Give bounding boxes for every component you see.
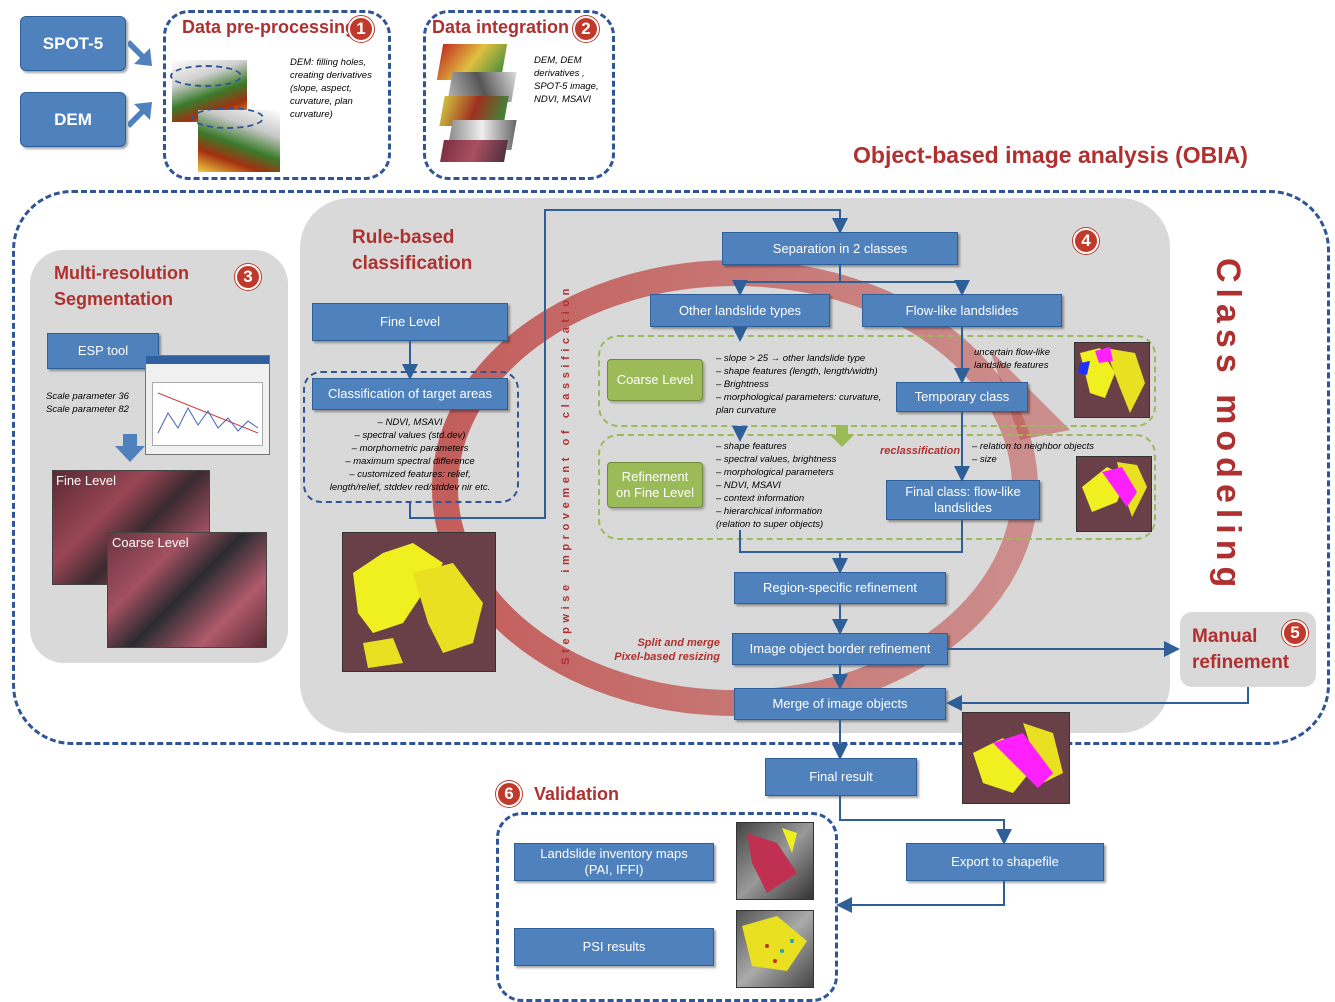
esp-screenshot bbox=[145, 355, 270, 455]
class-modeling-label: Class modeling bbox=[1209, 258, 1247, 594]
step6-title: Validation bbox=[534, 784, 620, 804]
landslide-polygons bbox=[353, 543, 483, 668]
rule-fine-level-box: Fine Level bbox=[312, 303, 508, 341]
step6-number: 6 bbox=[496, 781, 522, 807]
reclassification-label: reclassification bbox=[880, 445, 961, 457]
obia-region bbox=[12, 190, 1330, 745]
step1-number: 1 bbox=[348, 16, 374, 42]
inventory-map-image bbox=[736, 822, 814, 900]
step2-number: 2 bbox=[573, 16, 599, 42]
dem-images bbox=[170, 60, 280, 172]
step5-number: 5 bbox=[1282, 620, 1308, 646]
psi-map-image bbox=[736, 910, 814, 988]
classified-map-image bbox=[342, 532, 496, 672]
coarse-level-box: Coarse Level bbox=[607, 359, 703, 401]
psi-results-box: PSI results bbox=[514, 928, 714, 966]
step1-box bbox=[163, 10, 391, 180]
input-arrows bbox=[128, 40, 152, 128]
fine-level-label: Fine Level bbox=[56, 473, 116, 488]
coarse-feature-list: – slope > 25 → other landslide type– sha… bbox=[716, 353, 882, 416]
down-arrow-seg bbox=[115, 434, 145, 462]
step4-number: 4 bbox=[1073, 228, 1099, 254]
final-result-map-image bbox=[962, 712, 1070, 804]
step1-note: DEM: filling holes,creating derivatives(… bbox=[290, 57, 372, 120]
green-down-arrow bbox=[830, 425, 854, 447]
step3-number: 3 bbox=[235, 264, 261, 290]
region-refinement-box: Region-specific refinement bbox=[734, 572, 946, 604]
step2-title: Data integration bbox=[432, 17, 570, 37]
inventory-maps-box: Landslide inventory maps(PAI, IFFI) bbox=[514, 843, 714, 881]
refinement-feature-list: – shape features– spectral values, brigh… bbox=[716, 441, 837, 530]
coarse-level-region bbox=[598, 335, 1156, 427]
target-areas-box: Classification of target areas bbox=[312, 378, 508, 410]
dem-input: DEM bbox=[20, 92, 126, 147]
step2-box bbox=[423, 10, 615, 180]
final-class-polygons bbox=[1082, 462, 1147, 517]
temporary-map-image bbox=[1074, 342, 1150, 418]
esp-chart-icon bbox=[157, 392, 259, 434]
psi-polygons bbox=[742, 916, 807, 971]
temporary-polygons bbox=[1078, 347, 1145, 413]
step1-title: Data pre-processing bbox=[182, 17, 357, 37]
inventory-polygons bbox=[747, 828, 797, 893]
temporary-class-box: Temporary class bbox=[896, 382, 1028, 412]
merge-objects-box: Merge of image objects bbox=[734, 688, 946, 720]
flow-like-box: Flow-like landslides bbox=[862, 294, 1062, 327]
target-feature-list: – NDVI, MSAVI– spectral values (std.dev)… bbox=[329, 417, 491, 493]
coarse-level-label: Coarse Level bbox=[112, 535, 189, 550]
final-result-box: Final result bbox=[765, 758, 917, 796]
spot5-input: SPOT-5 bbox=[20, 16, 126, 71]
esp-tool-box: ESP tool bbox=[47, 333, 159, 369]
final-class-map-image bbox=[1076, 456, 1152, 532]
other-landslides-box: Other landslide types bbox=[650, 294, 830, 327]
coarse-level-image bbox=[107, 532, 267, 648]
final-result-polygons bbox=[973, 723, 1063, 793]
refinement-region bbox=[598, 434, 1156, 540]
obia-title: Object-based image analysis (OBIA) bbox=[853, 142, 1248, 168]
export-shapefile-box: Export to shapefile bbox=[906, 843, 1104, 881]
neighbor-note: – relation to neighbor objects– size bbox=[972, 441, 1094, 465]
